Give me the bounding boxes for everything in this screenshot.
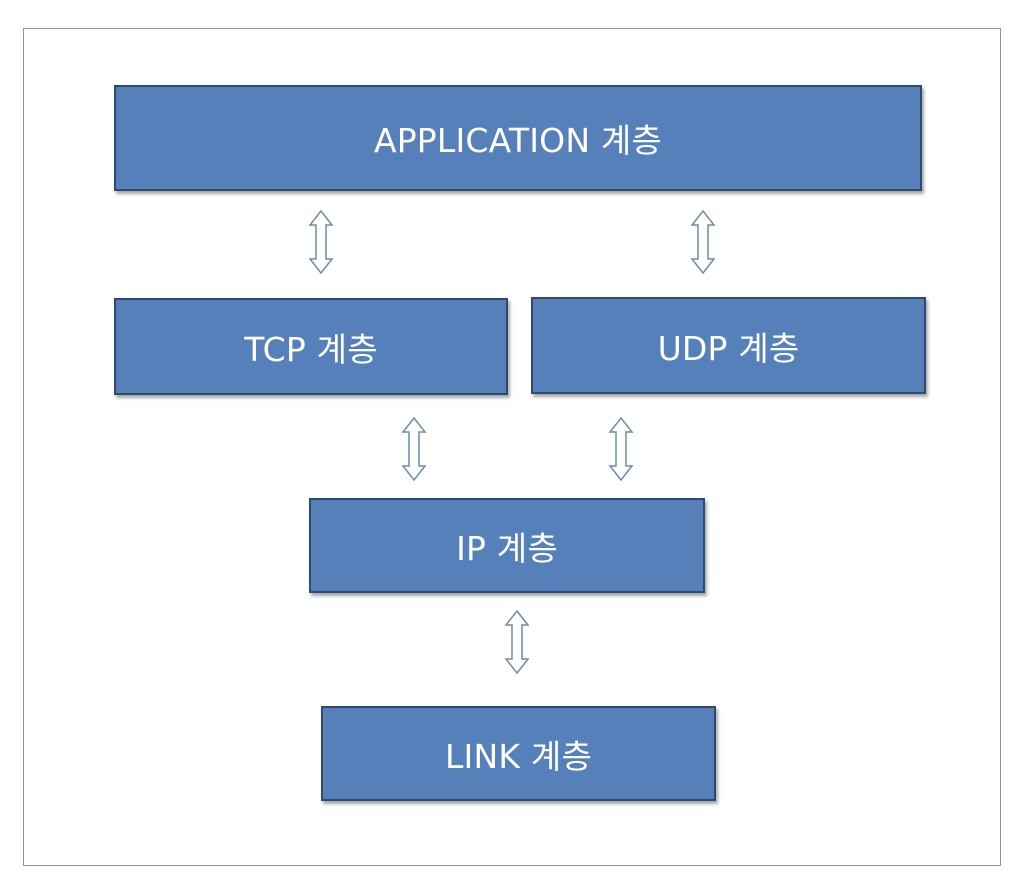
tcp-ip-double-arrow-icon [401, 417, 427, 481]
ip-layer-box: IP 계층 [309, 498, 705, 593]
udp-layer-label: UDP 계층 [657, 328, 800, 368]
application-layer-label: APPLICATION 계층 [373, 121, 663, 160]
app-udp-double-arrow-icon [690, 210, 716, 274]
ip-link-double-arrow-icon [504, 610, 530, 674]
tcp-layer-box: TCP 계층 [114, 298, 508, 395]
app-tcp-double-arrow-icon [308, 210, 334, 274]
udp-ip-double-arrow-icon [608, 417, 634, 481]
link-layer-label: LINK 계층 [444, 736, 593, 776]
link-layer-box: LINK 계층 [321, 706, 716, 801]
application-layer-box: APPLICATION 계층 [114, 85, 922, 191]
udp-layer-box: UDP 계층 [531, 297, 926, 394]
ip-layer-label: IP 계층 [456, 528, 558, 568]
tcp-layer-label: TCP 계층 [244, 329, 378, 369]
